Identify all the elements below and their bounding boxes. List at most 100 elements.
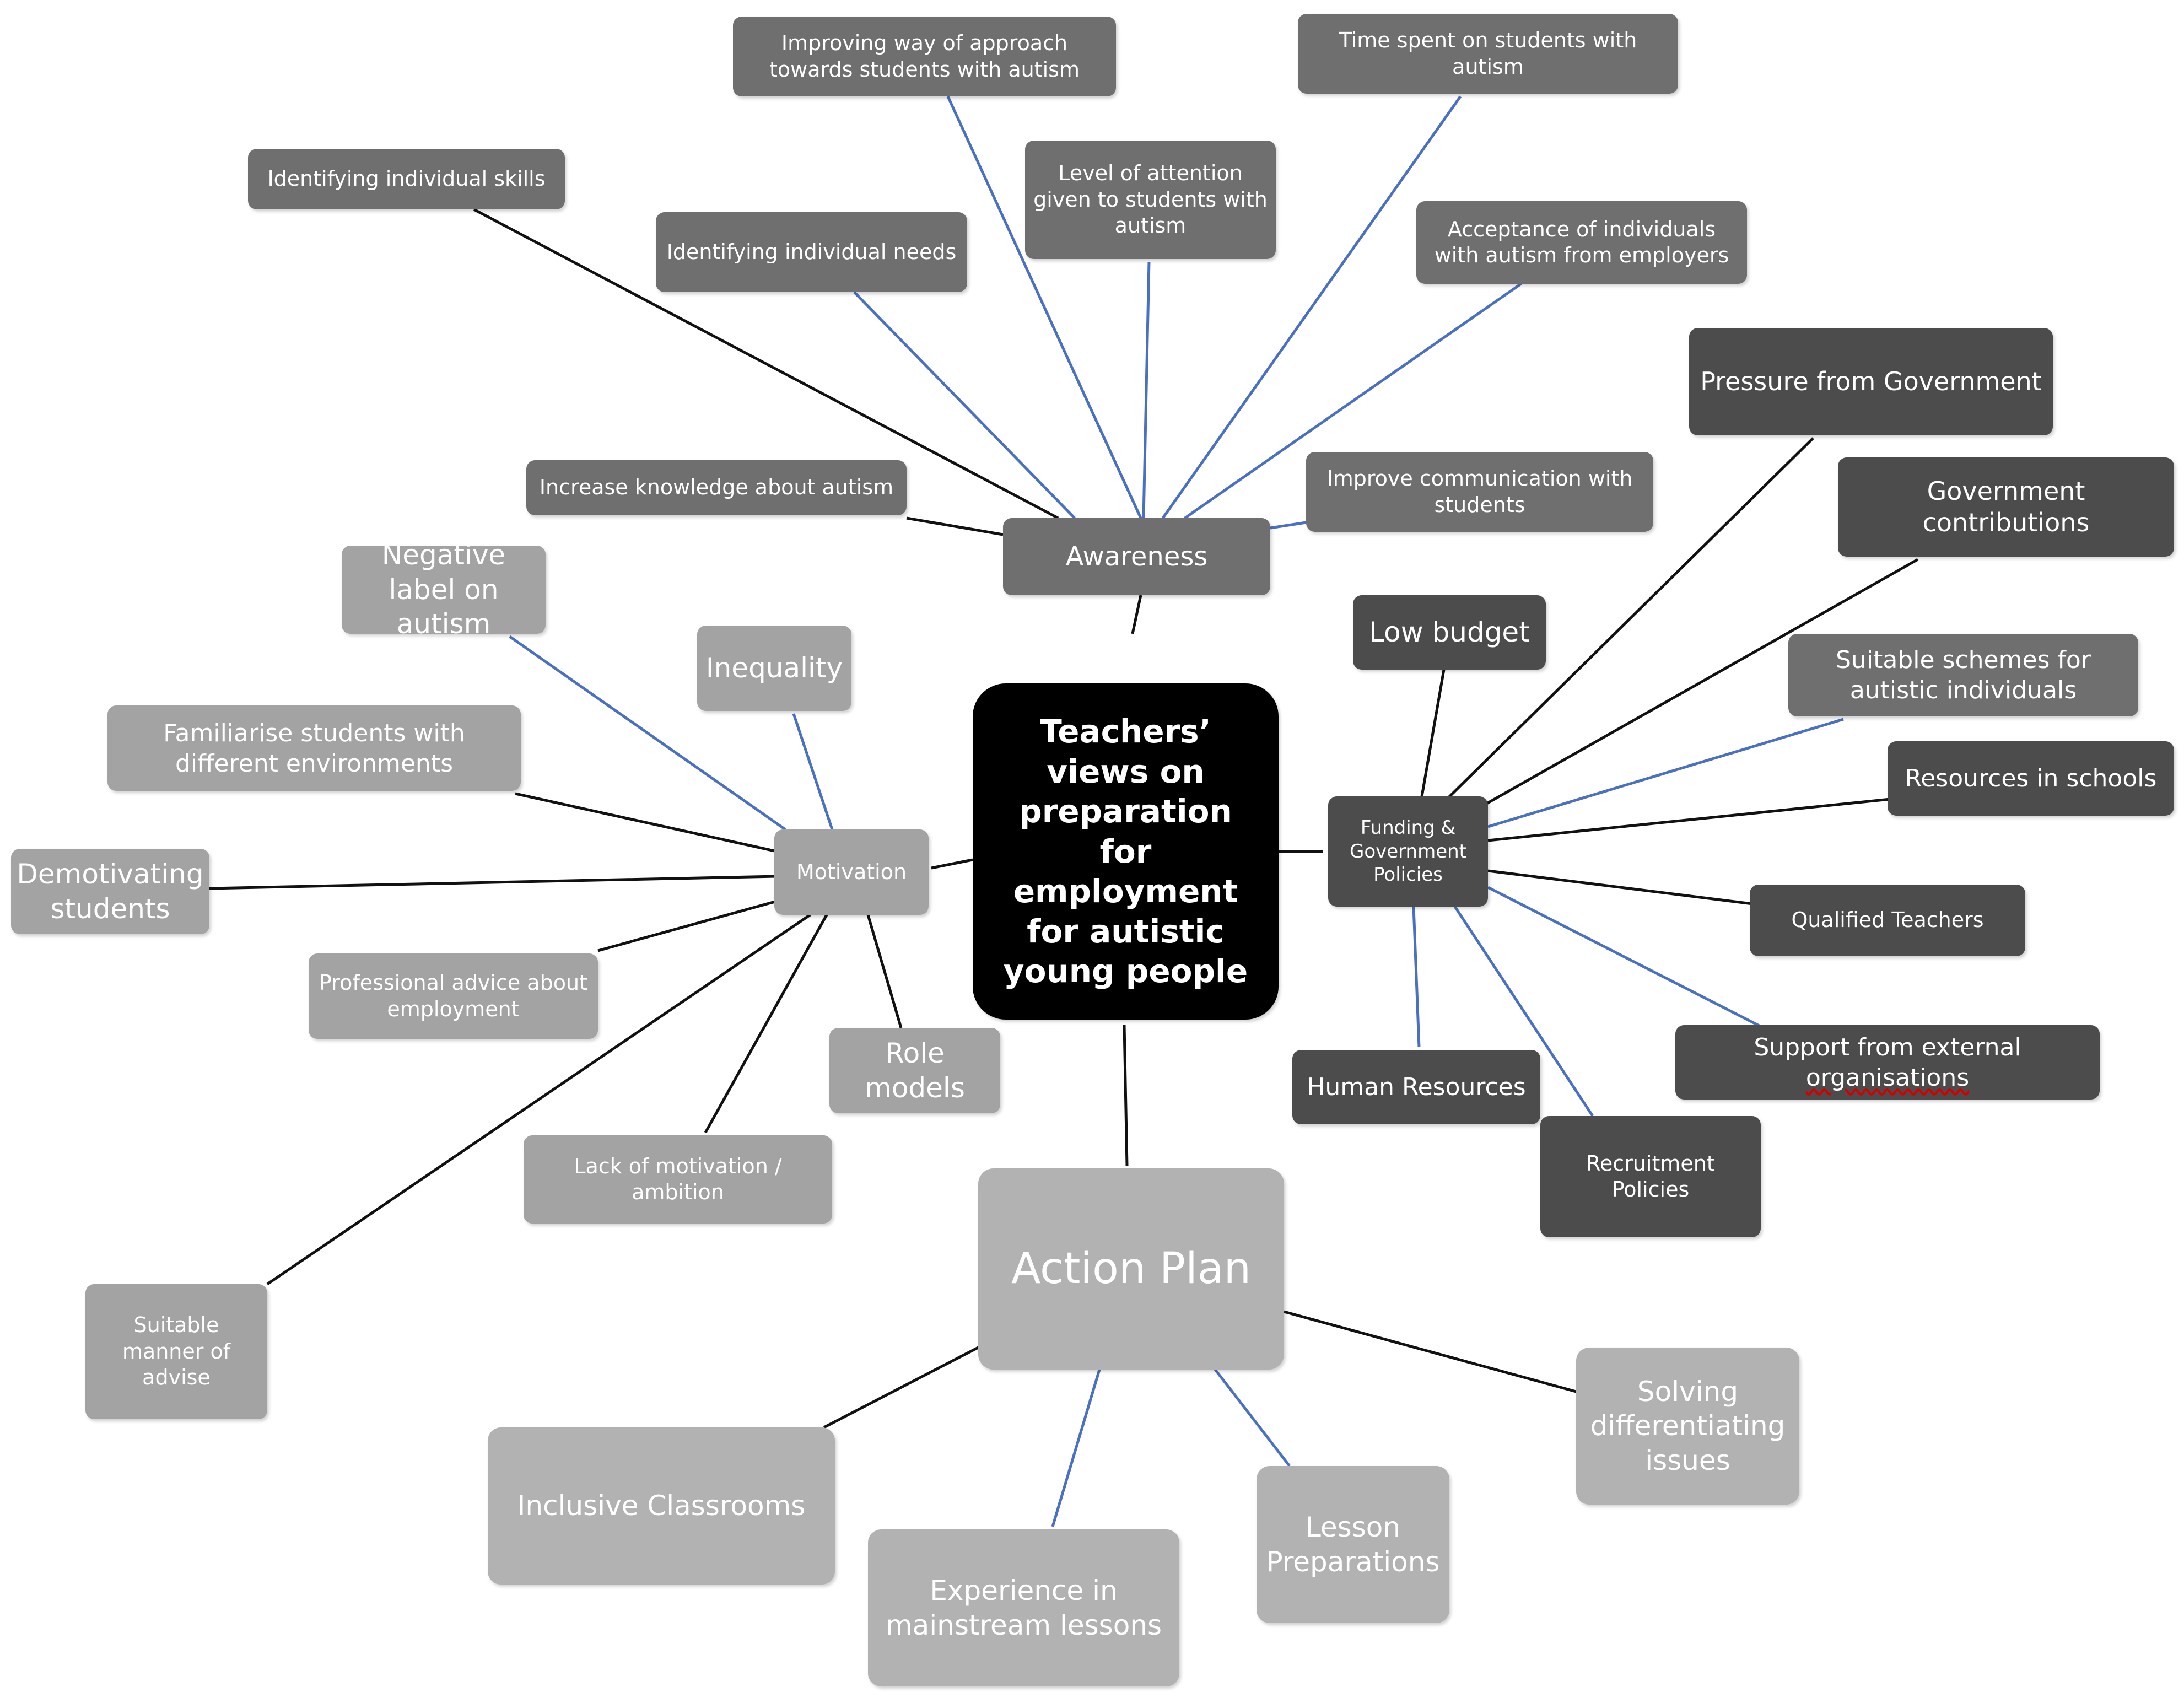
- suitable-manner-label: Suitable manner of advise: [122, 1313, 231, 1390]
- lesson-preparations-label: Lesson Preparations: [1266, 1511, 1440, 1578]
- edge-funding-suitable-schemes: [1487, 718, 1844, 828]
- motivation-label: Motivation: [796, 859, 907, 884]
- edge-motivation-role-models: [866, 914, 903, 1028]
- support-external-label-line1: Support from external: [1754, 1033, 2021, 1061]
- edge-awareness-increase-knowledge: [906, 516, 1004, 536]
- solving-differentiating-node: Solving differentiating issues: [1576, 1348, 1799, 1505]
- funding-node: Funding & Government Policies: [1328, 796, 1488, 907]
- resources-schools-node: Resources in schools: [1888, 741, 2174, 816]
- recruitment-policies-node: Recruitment Policies: [1540, 1116, 1761, 1237]
- inequality-label: Inequality: [705, 652, 843, 685]
- motivation-node: Motivation: [774, 829, 929, 915]
- government-contributions-label: Government contributions: [1922, 476, 2090, 538]
- edge-root-motivation: [931, 858, 973, 870]
- lack-motivation-label: Lack of motivation / ambition: [574, 1154, 782, 1205]
- suitable-manner-node: Suitable manner of advise: [85, 1284, 267, 1419]
- edge-action-lesson-preparations: [1214, 1368, 1291, 1467]
- recruitment-policies-label: Recruitment Policies: [1586, 1151, 1715, 1202]
- edge-awareness-time-spent: [1161, 95, 1462, 519]
- edge-action-inclusive-classrooms: [823, 1346, 979, 1429]
- increase-knowledge-label: Increase knowledge about autism: [539, 475, 894, 500]
- root-node: Teachers’ views on preparation for emplo…: [973, 683, 1279, 1020]
- lesson-preparations-node: Lesson Preparations: [1257, 1466, 1449, 1623]
- human-resources-label: Human Resources: [1307, 1073, 1526, 1101]
- pressure-government-node: Pressure from Government: [1689, 328, 2053, 435]
- edge-funding-support-external: [1487, 886, 1765, 1030]
- professional-advice-label: Professional advice about employment: [319, 971, 587, 1021]
- improve-communication-node: Improve communication with students: [1306, 452, 1653, 532]
- government-contributions-node: Government contributions: [1838, 457, 2174, 557]
- improving-approach-label: Improving way of approach towards studen…: [769, 31, 1080, 82]
- edge-motivation-inequality: [792, 713, 834, 830]
- experience-mainstream-label: Experience in mainstream lessons: [885, 1575, 1162, 1641]
- role-models-label: Role models: [865, 1037, 965, 1104]
- edge-funding-low-budget: [1420, 669, 1446, 797]
- inequality-node: Inequality: [697, 626, 851, 711]
- pressure-government-label: Pressure from Government: [1700, 366, 2042, 396]
- improve-communication-label: Improve communication with students: [1326, 466, 1633, 517]
- edge-root-action-plan: [1123, 1025, 1129, 1166]
- qualified-teachers-node: Qualified Teachers: [1750, 885, 2025, 956]
- edge-action-solving-differentiating: [1284, 1310, 1577, 1393]
- edge-root-awareness: [1131, 595, 1142, 634]
- level-attention-label: Level of attention given to students wit…: [1033, 161, 1268, 238]
- funding-label: Funding & Government Policies: [1349, 817, 1467, 886]
- edge-awareness-acceptance: [1184, 282, 1522, 520]
- professional-advice-node: Professional advice about employment: [309, 953, 598, 1039]
- role-models-node: Role models: [829, 1028, 1000, 1113]
- familiarise-label: Familiarise students with different envi…: [163, 719, 465, 778]
- edge-motivation-suitable-manner: [266, 913, 811, 1286]
- edge-funding-resources-schools: [1487, 797, 1891, 842]
- awareness-node: Awareness: [1003, 518, 1270, 595]
- acceptance-node: Acceptance of individuals with autism fr…: [1416, 201, 1747, 284]
- edge-funding-recruitment-policies: [1453, 906, 1594, 1117]
- time-spent-node: Time spent on students with autism: [1298, 14, 1678, 94]
- qualified-teachers-label: Qualified Teachers: [1791, 908, 1984, 933]
- identifying-skills-label: Identifying individual skills: [267, 166, 546, 191]
- familiarise-node: Familiarise students with different envi…: [107, 705, 521, 791]
- edge-motivation-negative-label: [509, 635, 786, 831]
- edge-funding-pressure-government: [1432, 437, 1814, 814]
- edge-motivation-professional-advice: [597, 899, 778, 952]
- edge-funding-government-contributions: [1459, 558, 1919, 820]
- edge-awareness-identifying-needs: [853, 291, 1076, 519]
- solving-differentiating-label: Solving differentiating issues: [1590, 1375, 1786, 1476]
- lack-motivation-node: Lack of motivation / ambition: [524, 1135, 832, 1224]
- demotivating-node: Demotivating students: [11, 849, 209, 934]
- edge-motivation-familiarise: [515, 792, 778, 853]
- time-spent-label: Time spent on students with autism: [1339, 28, 1637, 79]
- resources-schools-label: Resources in schools: [1905, 764, 2157, 793]
- increase-knowledge-node: Increase knowledge about autism: [526, 460, 907, 515]
- action-plan-label: Action Plan: [1011, 1243, 1252, 1294]
- inclusive-classrooms-node: Inclusive Classrooms: [488, 1427, 835, 1585]
- awareness-label: Awareness: [1065, 541, 1208, 572]
- edge-motivation-demotivating: [209, 875, 778, 890]
- edge-funding-human-resources: [1412, 906, 1421, 1048]
- identifying-skills-node: Identifying individual skills: [248, 149, 565, 209]
- edge-awareness-identifying-skills: [473, 208, 1059, 520]
- inclusive-classrooms-label: Inclusive Classrooms: [517, 1490, 806, 1522]
- support-external-label-line2: organisations: [1805, 1063, 1970, 1092]
- experience-mainstream-node: Experience in mainstream lessons: [868, 1529, 1179, 1686]
- root-label: Teachers’ views on preparation for emplo…: [1003, 713, 1248, 990]
- human-resources-node: Human Resources: [1292, 1050, 1540, 1124]
- low-budget-label: Low budget: [1369, 616, 1530, 649]
- edge-awareness-improve-communication: [1270, 521, 1307, 530]
- suitable-schemes-node: Suitable schemes for autistic individual…: [1788, 634, 2138, 716]
- level-attention-node: Level of attention given to students wit…: [1025, 141, 1276, 259]
- edge-awareness-improving-approach: [946, 95, 1142, 519]
- low-budget-node: Low budget: [1353, 595, 1546, 670]
- acceptance-label: Acceptance of individuals with autism fr…: [1434, 217, 1729, 268]
- negative-label-label: Negative label on autism: [381, 539, 506, 640]
- improving-approach-node: Improving way of approach towards studen…: [733, 17, 1116, 96]
- action-plan-node: Action Plan: [978, 1168, 1284, 1370]
- demotivating-label: Demotivating students: [17, 858, 204, 925]
- suitable-schemes-label: Suitable schemes for autistic individual…: [1836, 646, 2091, 704]
- support-external-node: Support from external organisations: [1675, 1025, 2100, 1100]
- edge-action-experience-mainstream: [1051, 1369, 1101, 1527]
- identifying-needs-label: Identifying individual needs: [666, 239, 957, 264]
- edge-motivation-lack-motivation: [704, 914, 828, 1134]
- edge-awareness-level-attention: [1142, 261, 1151, 519]
